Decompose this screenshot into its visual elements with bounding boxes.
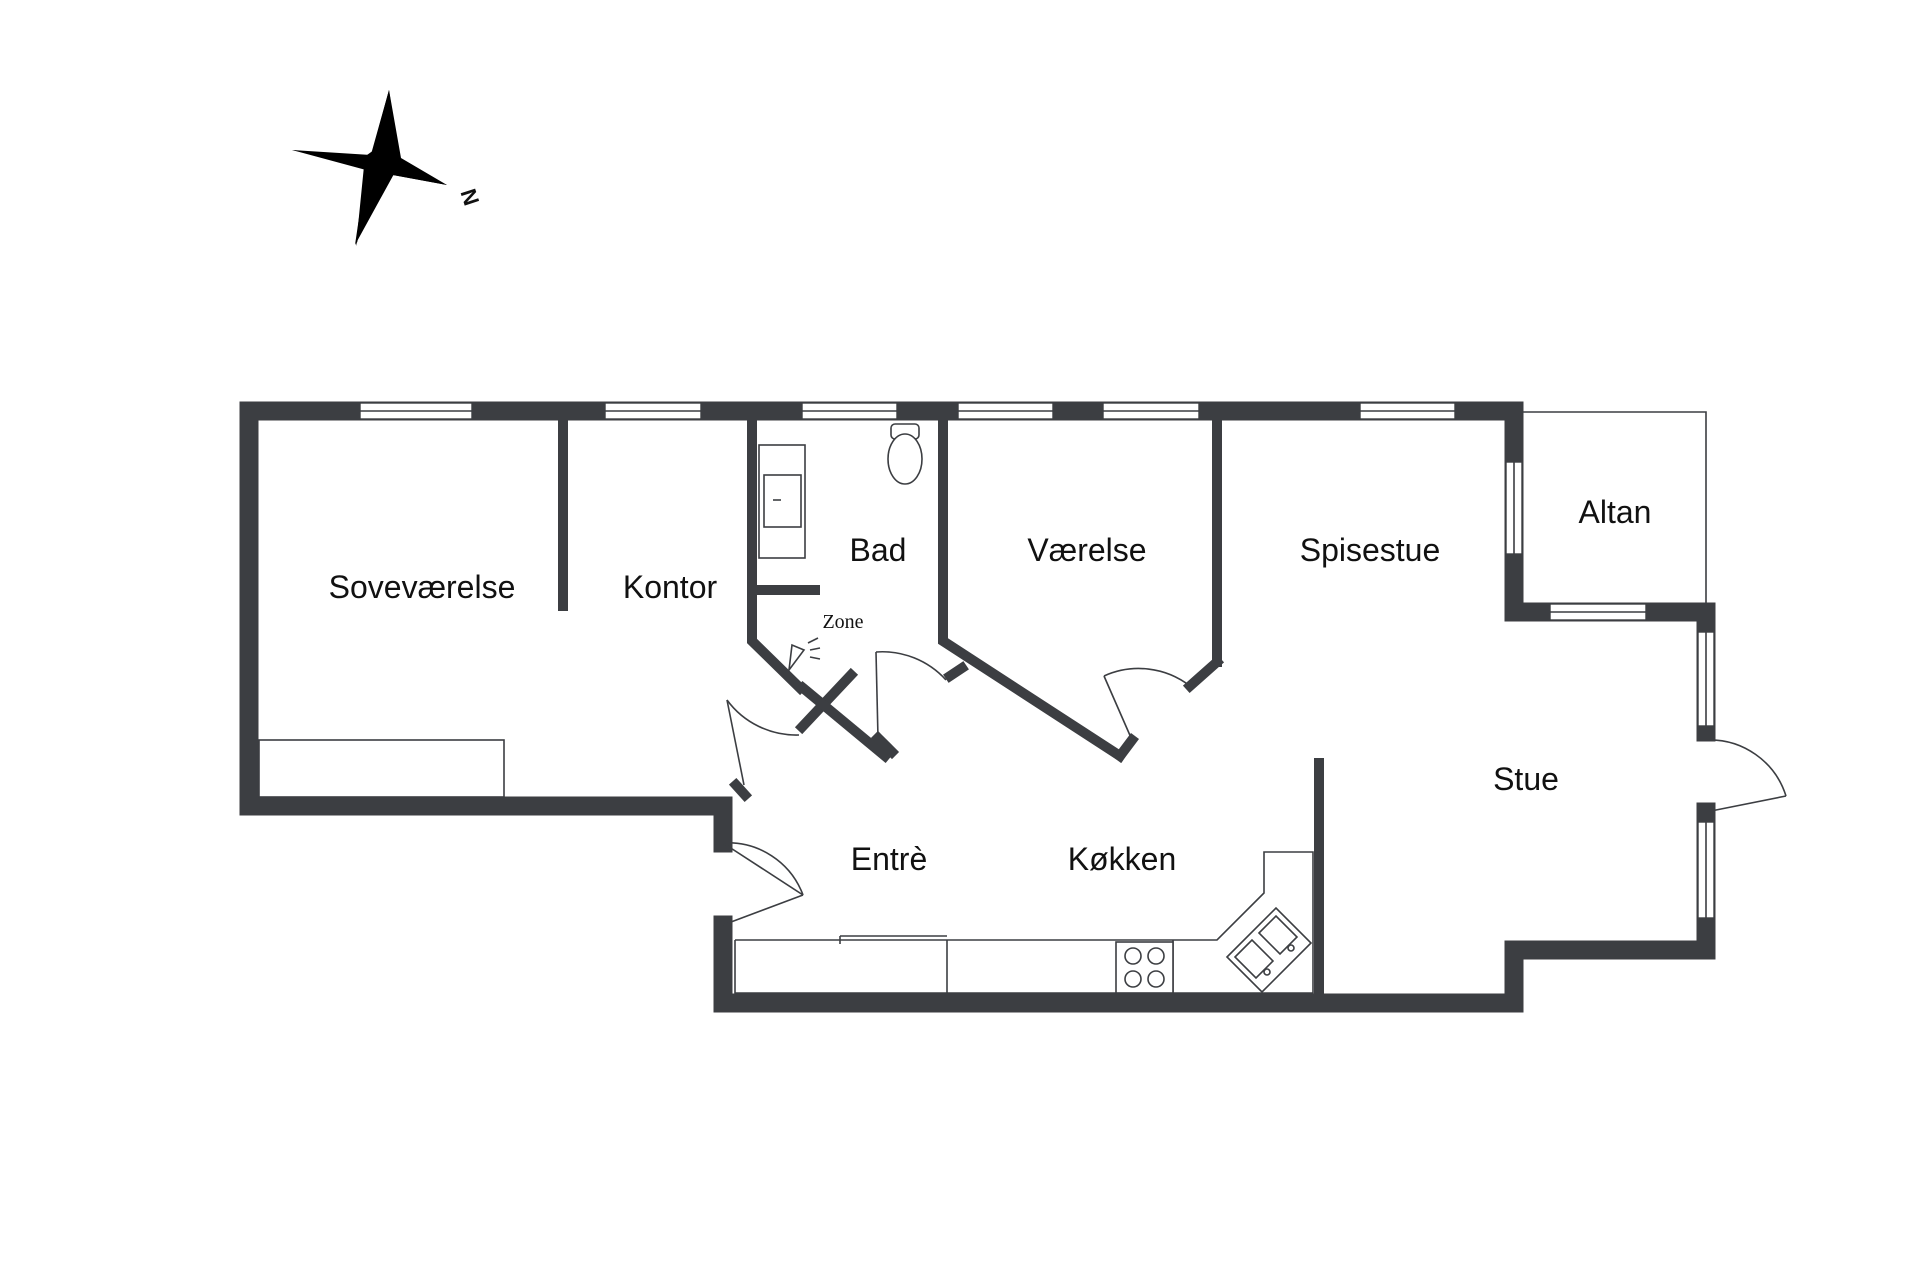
door-vaerelse (1103, 667, 1191, 741)
compass-rose-icon: N (292, 90, 484, 246)
zone-label: Zone (822, 611, 863, 633)
door-entrance (722, 842, 804, 926)
balcony-outline (1523, 411, 1707, 603)
shower-icon (787, 637, 821, 673)
kitchen-sink-icon (1225, 906, 1313, 994)
fixtures (258, 423, 1314, 994)
exterior-walls (239, 401, 1716, 1013)
door-sovevaerelse (726, 699, 800, 786)
room-label-altan: Altan (1579, 494, 1652, 530)
room-label-koekken: Køkken (1068, 841, 1176, 877)
room-label-stue: Stue (1493, 761, 1559, 797)
stove-icon (1115, 941, 1174, 994)
wardrobe (258, 739, 505, 798)
kitchen-counter (734, 851, 1314, 994)
room-label-spisestue: Spisestue (1300, 532, 1441, 568)
room-label-vaerelse: Værelse (1027, 532, 1146, 568)
windows (359, 402, 1715, 919)
room-label-kontor: Kontor (623, 569, 718, 605)
room-label-sovevaerelse: Soveværelse (329, 569, 516, 605)
doors (722, 650, 1787, 926)
door-stue-balcony (1705, 739, 1787, 813)
room-labels: Soveværelse Kontor Bad Værelse Spisestue… (329, 494, 1652, 877)
compass-north-label: N (456, 186, 485, 209)
room-label-bad: Bad (850, 532, 907, 568)
toilet-icon (887, 423, 923, 485)
room-label-entre: Entrè (851, 841, 927, 877)
door-bad (875, 650, 947, 739)
interior-walls (558, 415, 1324, 997)
